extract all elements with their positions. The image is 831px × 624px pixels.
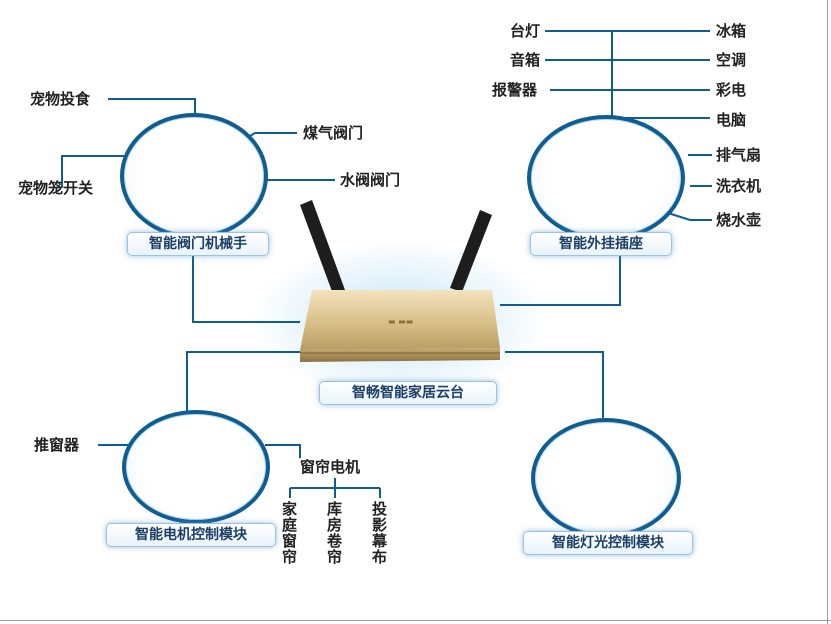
leaf-computer: 电脑 [716, 111, 747, 129]
connector-lines [61, 30, 712, 498]
leaf-pet-feeder: 宠物投食 [30, 90, 91, 108]
leaf-curtain-motor: 窗帘电机 [300, 458, 361, 476]
frame-right-edge [827, 0, 828, 624]
svg-text:▬ ▬▬: ▬ ▬▬ [388, 317, 413, 326]
light-module-circle [531, 418, 681, 538]
leaf-warehouse-shutter: 库房卷帘 [325, 501, 343, 565]
socket-module-circle [527, 115, 685, 241]
valve-module-label: 智能阀门机械手 [127, 232, 269, 256]
leaf-kettle: 烧水壶 [716, 211, 762, 229]
router-illustration: ▬ ▬▬ [300, 200, 500, 362]
frame-bottom-edge [0, 620, 831, 621]
leaf-fridge: 冰箱 [716, 22, 747, 40]
leaf-gas-valve: 煤气阀门 [303, 124, 364, 142]
leaf-exhaust-fan: 排气扇 [716, 146, 762, 164]
motor-module-label: 智能电机控制模块 [106, 523, 276, 547]
socket-module-label: 智能外挂插座 [530, 232, 672, 256]
leaf-home-curtain: 家庭窗帘 [280, 501, 298, 565]
motor-module-circle [122, 410, 270, 524]
valve-module-circle [120, 113, 268, 239]
leaf-air-conditioner: 空调 [716, 51, 747, 69]
leaf-alarm: 报警器 [492, 81, 538, 99]
leaf-pet-cage-switch: 宠物笼开关 [18, 179, 94, 197]
leaf-washing-machine: 洗衣机 [716, 177, 762, 195]
leaf-tv: 彩电 [716, 81, 747, 99]
leaf-window-pusher: 推窗器 [34, 436, 80, 454]
hub-label: 智畅智能家居云台 [319, 381, 497, 405]
light-module-label: 智能灯光控制模块 [523, 531, 693, 555]
leaf-speaker: 音箱 [510, 51, 541, 69]
leaf-water-valve: 水阀阀门 [340, 171, 401, 189]
leaf-desk-lamp: 台灯 [510, 22, 541, 40]
leaf-projection-screen: 投影幕布 [370, 501, 388, 565]
